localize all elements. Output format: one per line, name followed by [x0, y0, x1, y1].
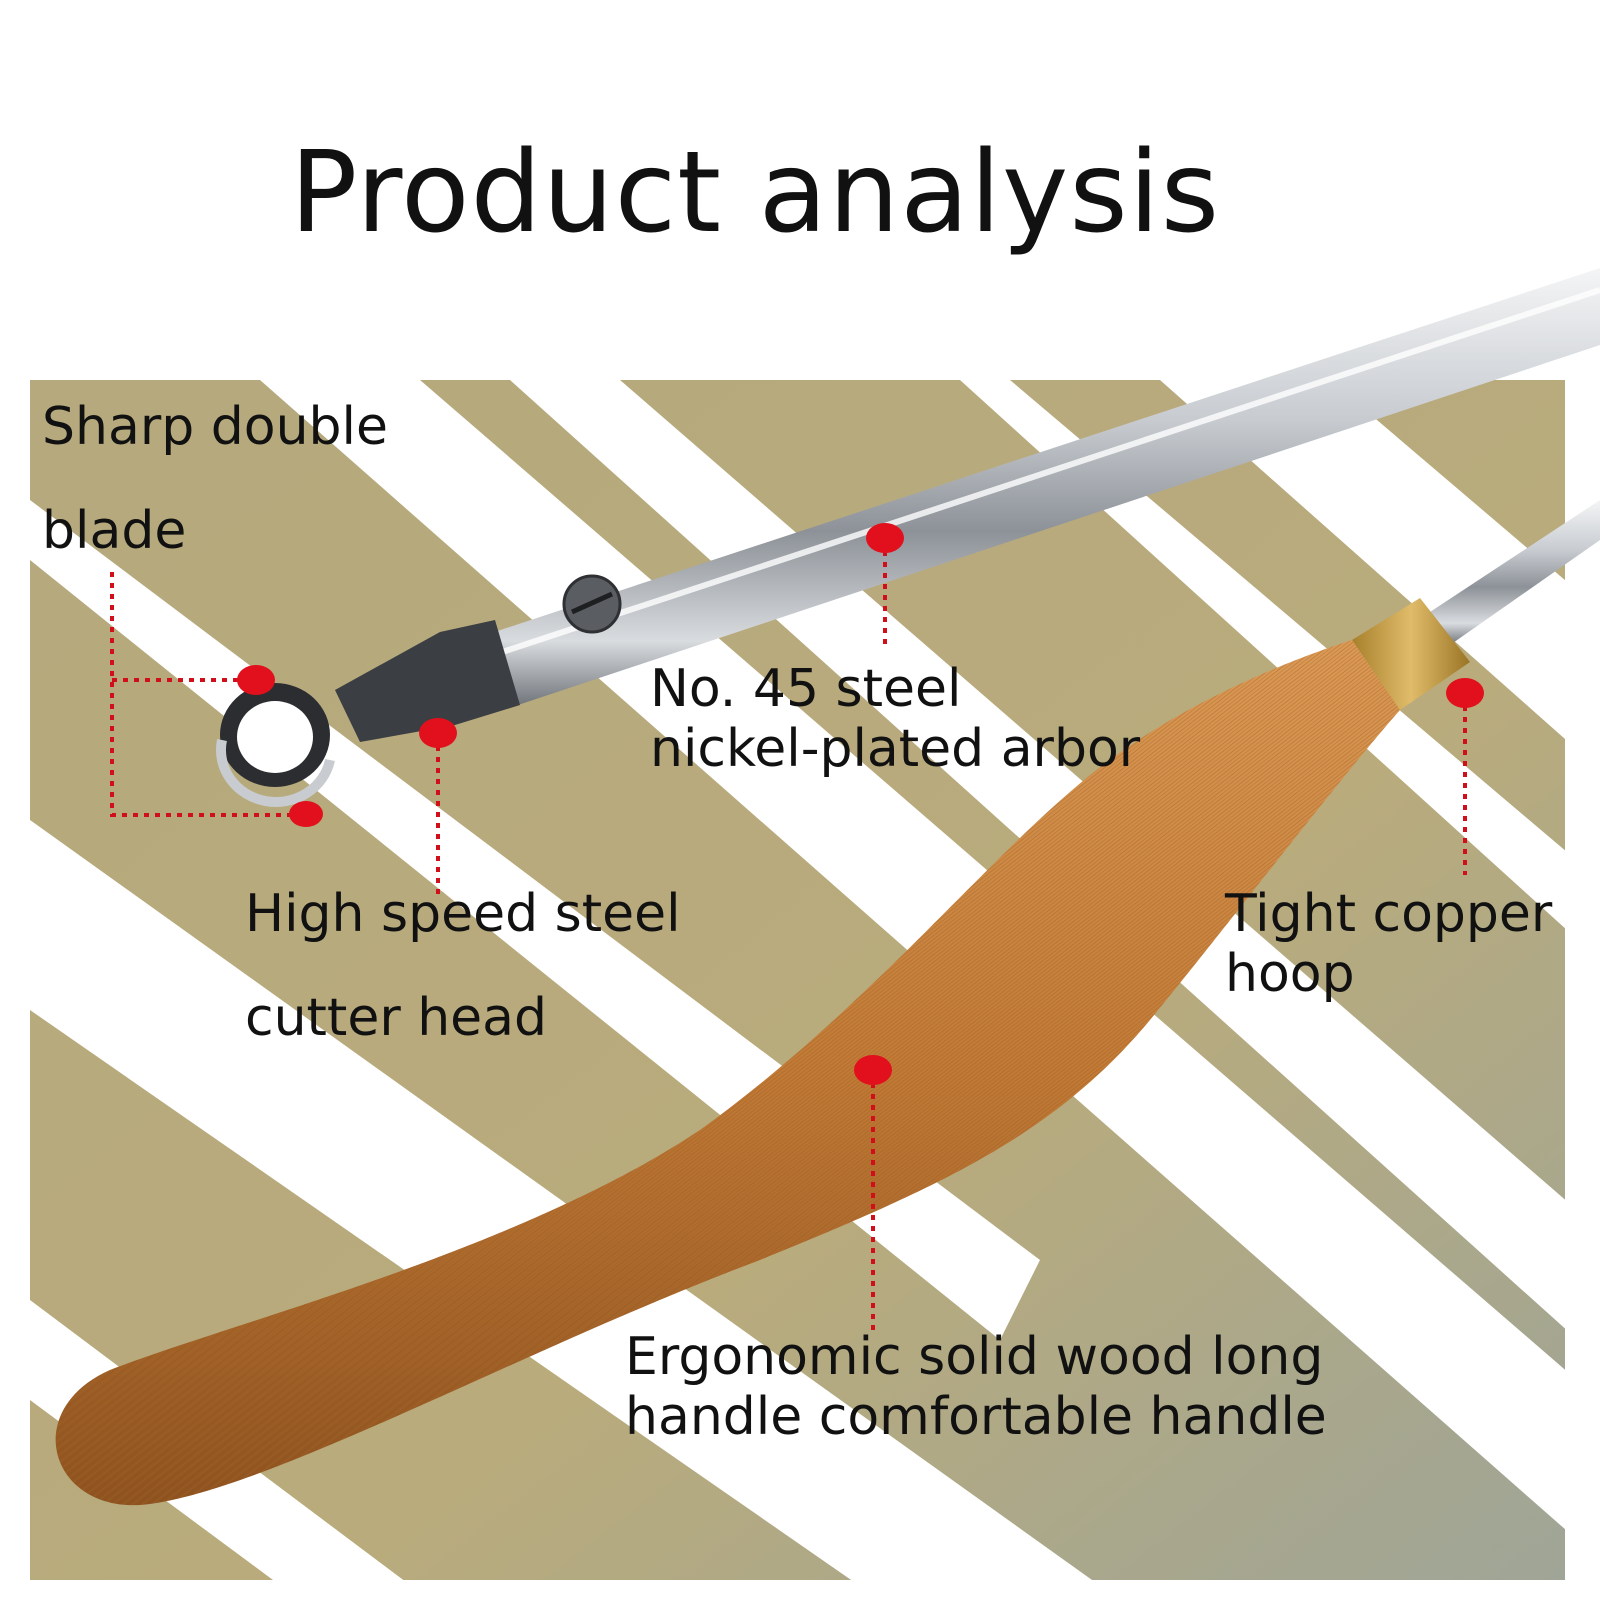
callout-cutter: High speed steel cutter head — [245, 862, 681, 1070]
marker-blade — [237, 665, 275, 695]
cutter-head — [216, 620, 520, 807]
callout-arbor-line1: No. 45 steel — [650, 659, 962, 719]
callout-cutter-line2: cutter head — [245, 988, 548, 1048]
callout-arbor-line2: nickel-plated arbor — [650, 718, 1141, 779]
callout-blade: Sharp double blade — [42, 375, 388, 583]
marker-hoop — [1446, 678, 1484, 708]
wooden-handle — [55, 640, 1401, 1506]
marker-blade-edge — [289, 801, 323, 827]
callout-cutter-line1: High speed steel — [245, 884, 681, 944]
callout-hoop-line1: Tight copper — [1225, 884, 1553, 944]
callout-hoop: Tight copper hoop — [1225, 884, 1553, 1005]
page-title: Product analysis — [289, 128, 1221, 258]
callout-handle-line2: handle comfortable handle — [625, 1386, 1327, 1447]
handle-rod — [1430, 500, 1600, 645]
leader-lines — [110, 540, 1467, 1335]
callout-hoop-line2: hoop — [1225, 943, 1355, 1004]
callout-blade-line1: Sharp double — [42, 397, 388, 457]
callout-handle-line1: Ergonomic solid wood long — [625, 1327, 1324, 1387]
marker-arbor — [866, 523, 904, 553]
callout-blade-line2: blade — [42, 501, 187, 561]
copper-hoop — [1352, 598, 1470, 710]
callout-arbor: No. 45 steel nickel-plated arbor — [650, 659, 1141, 780]
marker-cutter — [419, 718, 457, 748]
marker-handle — [854, 1055, 892, 1085]
callout-handle: Ergonomic solid wood long handle comfort… — [625, 1327, 1327, 1448]
markers — [237, 523, 1484, 1085]
steel-arbor — [470, 268, 1600, 707]
